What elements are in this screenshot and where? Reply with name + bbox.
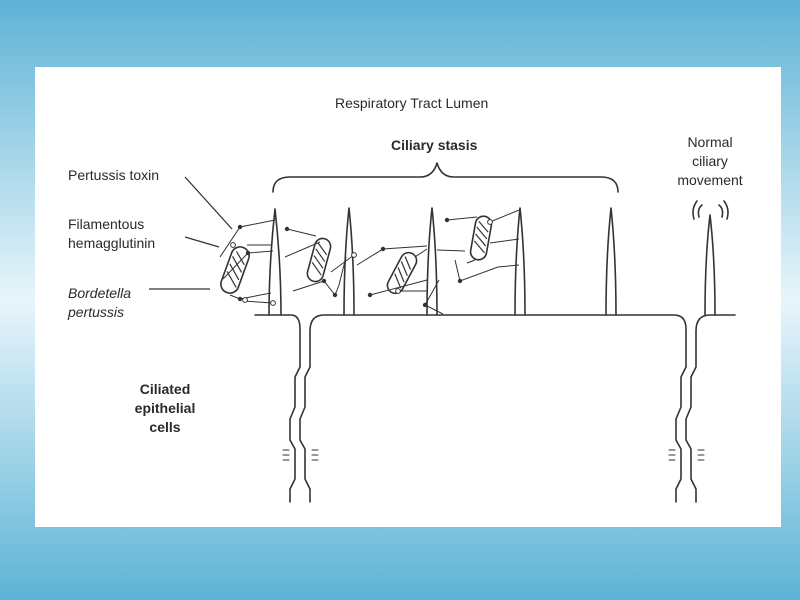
epithelial-cells-label: Ciliated epithelial cells [134, 381, 196, 435]
diagram-drawing [149, 162, 736, 503]
cilium-3 [426, 207, 438, 316]
bordetella-pertussis-label: Bordetella pertussis [68, 285, 132, 320]
normal-movement-label: Normal ciliary movement [677, 134, 743, 188]
leader-hemagglutinin [184, 236, 220, 248]
diagram-panel: Respiratory Tract Lumen Ciliary stasis N… [35, 67, 781, 527]
pertussis-toxin-label: Pertussis toxin [68, 167, 160, 183]
ciliary-stasis-label: Ciliary stasis [391, 137, 478, 153]
cilium-normal [704, 214, 716, 316]
junction-marks-right [668, 449, 705, 461]
cilium-5 [605, 207, 617, 316]
cell-membrane-outline [254, 314, 736, 503]
cilium-2 [343, 207, 355, 316]
motion-arc-left-1 [697, 204, 703, 218]
filamentous-hemagglutinin-label: Filamentous hemagglutinin [68, 216, 156, 251]
motion-arc-right-1 [718, 204, 724, 218]
bacterium-3 [386, 251, 418, 295]
bacterium-4 [469, 215, 493, 261]
leader-pertussis-toxin [184, 176, 233, 230]
bacterium-2 [306, 237, 332, 283]
lumen-title: Respiratory Tract Lumen [335, 95, 489, 111]
junction-marks-left [282, 449, 319, 461]
stasis-brace [272, 162, 619, 193]
cilium-1 [268, 208, 282, 316]
motion-arc-left-2 [692, 200, 698, 220]
motion-arc-right-2 [723, 200, 729, 220]
cilium-4 [514, 207, 526, 316]
